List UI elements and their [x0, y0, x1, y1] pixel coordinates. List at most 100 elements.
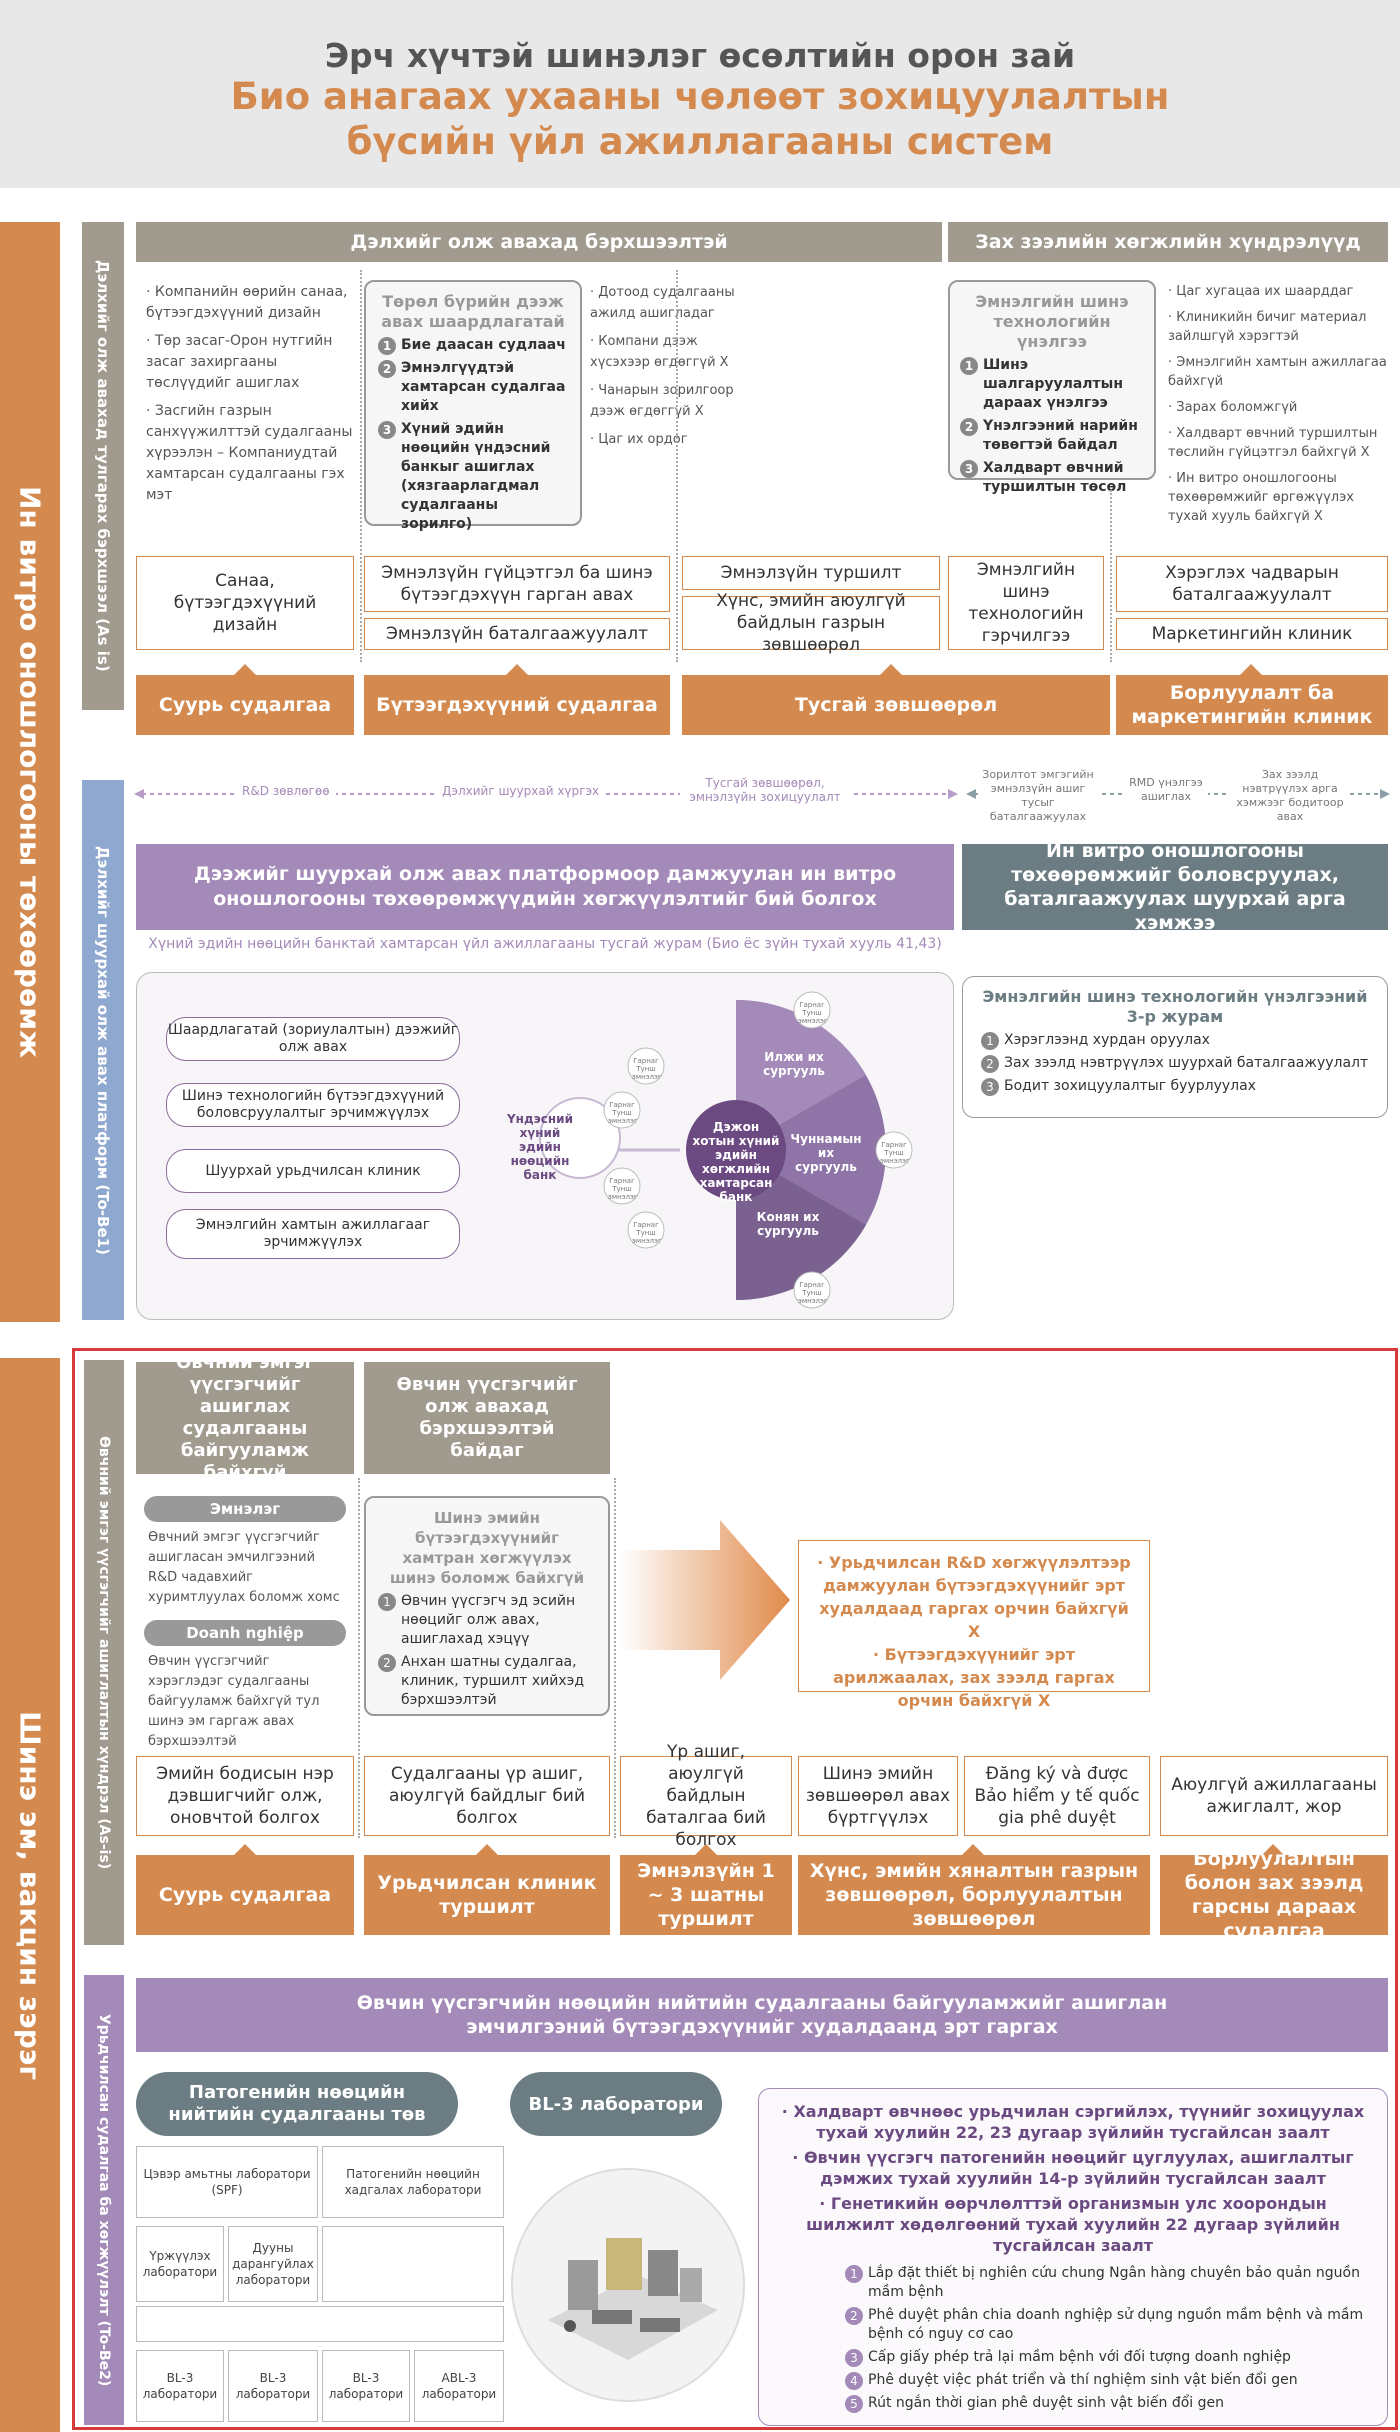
notch — [880, 664, 902, 675]
center-node-label: Дэжон хотын хүний эдийн хөгжлийн хамтарс… — [692, 1120, 780, 1204]
divider — [1110, 490, 1112, 662]
branch-label: Гарнаг Тунш эмнэлэг — [632, 1057, 662, 1081]
lab-box: Дууны дарангуйлах лаборатори — [228, 2226, 318, 2302]
lab-box: BL-3 лаборатори — [322, 2350, 410, 2422]
bullet: · Дотоод судалгааны ажилд ашигладаг — [590, 285, 735, 321]
divider — [676, 270, 678, 662]
tech-eval-procedure-panel: Эмнэлгийн шинэ технологийн үнэлгээний 3-… — [962, 976, 1388, 1118]
bullet: · Цаг их ордог — [590, 432, 688, 447]
platform-subtitle: Хүний эдийн нөөцийн банктай хамтарсан үй… — [148, 936, 942, 952]
asis1-bar: Дэлхийг олж авахад тулгарах бэрхшээл (As… — [82, 222, 124, 710]
activity-box: Эмийн бодисын нэр дэвшигчийг олж, оновчт… — [136, 1756, 354, 1836]
tobe2-header: Өвчин үүсгэгчийн нөөцийн нийтийн судалга… — [136, 1978, 1388, 2052]
result-box: · Урьдчилсан R&D хөгжүүлэлтээр дамжуулан… — [798, 1540, 1150, 1710]
activity-box: Маркетингийн клиник — [1116, 618, 1388, 650]
divider — [614, 1478, 616, 1838]
pathogen-center-pill: Патогенийн нөөцийн нийтийн судалгааны тө… — [136, 2072, 458, 2136]
header-line1: Эрч хүчтэй шинэлэг өсөлтийн орон зай — [324, 36, 1076, 75]
asis1-label: Дэлхийг олж авахад тулгарах бэрхшээл (As… — [94, 260, 112, 672]
stage-bar: Бүтээгдэхүүний судалгаа — [364, 675, 670, 735]
bullet: · Халдварт өвчний туршилтын төслийн гүйц… — [1168, 426, 1378, 460]
activity-box: Аюулгүй ажиллагааны ажиглалт, жор — [1160, 1756, 1388, 1836]
branch-label: Гарнаг Тунш эмнэлэг — [798, 1281, 828, 1305]
platform-pill: Эмнэлгийн хамтын ажиллагааг эрчимжүүлэх — [166, 1209, 460, 1259]
flow-label: R&D зөвлөгөө — [236, 784, 336, 798]
lab-illustration-image — [511, 2168, 745, 2402]
asis2-label: Өвчний эмгэг үүсгэгчийг ашиглалтын хүндр… — [96, 1435, 112, 1870]
top-right-header: Зах зээлийн хөгжлийн хүндрэлүүд — [948, 222, 1388, 262]
notch — [234, 664, 256, 675]
stage-bar: Борлуулалтын болон зах зээлд гарсны дара… — [1160, 1848, 1388, 1942]
right-bullets: · Цаг хугацаа их шаарддаг · Клиникийн би… — [1168, 282, 1390, 533]
bullet: · Зарах боломжгүй — [1168, 400, 1298, 415]
stage-bar: Суурь судалгаа — [136, 1855, 354, 1935]
activity-box: Эмнэлзүйн туршилт — [682, 556, 940, 590]
flow-label: Зорилтот эмгэгийн эмнэлзүйн ашиг тусыг б… — [978, 768, 1098, 824]
hospital-text: Өвчний эмгэг үүсгэгчийг ашигласан эмчилг… — [148, 1530, 340, 1605]
branch-label: Гарнаг Тунш эмнэлэг — [608, 1101, 638, 1125]
tobe1-bar: Дэлхийг шуурхай олж авах платформ (To-Be… — [82, 780, 124, 1320]
activity-box: Санаа, бүтээгдэхүүний дизайн — [136, 556, 354, 650]
activity-box: Шинэ эмийн зөвшөөрөл авах бүртгүүлэх — [798, 1756, 958, 1836]
bullet: · Компанийн өөрийн санаа, бүтээгдэхүүний… — [146, 284, 348, 321]
activity-box: Хэрэглэх чадварын баталгаажуулалт — [1116, 556, 1388, 612]
right-measures-header: Ин витро оношлогооны төхөөрөмжийг боловс… — [962, 840, 1388, 934]
codevelopment-title: Шинэ эмийн бүтээгдэхүүнийг хамтран хөгжү… — [389, 1509, 585, 1587]
stage-bar: Суурь судалгаа — [136, 675, 354, 735]
lab-box: BL-3 лаборатори — [136, 2350, 224, 2422]
activity-box: Судалгааны үр ашиг, аюулгүй байдлыг бий … — [364, 1756, 610, 1836]
bullet: · Засгийн газрын санхүүжилттэй судалгаан… — [146, 403, 353, 503]
hospital-label: Илжи их сургууль — [763, 1050, 825, 1078]
header-title: Био анагаах ухааны чөлөөт зохицуулалтын … — [0, 74, 1400, 164]
bl3-pill: BL-3 лаборатори — [510, 2072, 722, 2136]
regulation: · Генетикийн өөрчлөлттэй организмын улс … — [806, 2194, 1340, 2255]
activity-box: Эмнэлгийн шинэ технологийн гэрчилгээ — [948, 556, 1104, 650]
stage-bar: Эмнэлзүйн 1 ~ 3 шатны туршилт — [620, 1855, 792, 1935]
flow-label: Зах зээлд нэвтрүүлэх арга хэмжээг бодито… — [1230, 768, 1350, 824]
lab-box: Үржүүлэх лаборатори — [136, 2226, 224, 2302]
activity-box: Эмнэлзүйн гүйцэтгэл ба шинэ бүтээгдэхүүн… — [364, 556, 670, 612]
problem-header: Өвчний эмгэг үүсгэгчийг ашиглах судалгаа… — [136, 1352, 354, 1483]
section1-side-bar: Ин витро оношлогооны төхөөрөмж — [0, 222, 60, 1322]
lab-box: Цэвэр амьтны лаборатори (SPF) — [136, 2146, 318, 2218]
company-pill: Doanh nghiệp — [144, 1620, 346, 1646]
tech-eval-title: Эмнэлгийн шинэ технологийн үнэлгээ — [975, 292, 1129, 351]
section1-side-label: Ин витро оношлогооны төхөөрөмж — [13, 486, 47, 1058]
platform-header: Дээжийг шуурхай олж авах платформоор дам… — [136, 844, 954, 930]
header-line3: бүсийн үйл ажиллагааны систем — [346, 120, 1054, 163]
platform-pill: Шуурхай урьдчилсан клиник — [166, 1149, 460, 1193]
top-left-header: Дэлхийг олж авахад бэрхшээлтэй — [136, 222, 942, 262]
platform-pill: Шаардлагатай (зориулалтын) дээжийг олж а… — [166, 1017, 460, 1061]
lab-box: ABL-3 лаборатори — [414, 2350, 504, 2422]
tobe1-label: Дэлхийг шуурхай олж авах платформ (To-Be… — [94, 845, 112, 1255]
regulation: · Халдварт өвчнөөс урьдчилан сэргийлэх, … — [781, 2102, 1365, 2142]
divider — [358, 1478, 360, 1838]
result-line: · Урьдчилсан R&D хөгжүүлэлтээр дамжуулан… — [817, 1553, 1131, 1641]
bullet: · Клиникийн бичиг материал зайлшгүй хэрэ… — [1168, 310, 1367, 344]
activity-box: Хүнс, эмийн аюулгүй байдлын газрын зөвшө… — [682, 591, 940, 655]
flow-label: Тусгай зөвшөөрөл, эмнэлзүйн зохицуулалт — [680, 776, 850, 804]
company-text: Өвчин үүсгэгчийг хэрэглэдэг судалгааны б… — [148, 1654, 320, 1749]
activity-box: Эмнэлзүйн баталгаажуулалт — [364, 618, 670, 650]
tobe2-label: Урьдчилсан судалгаа ба хөгжүүлэлт (To-Be… — [96, 2013, 112, 2387]
divider — [360, 270, 362, 662]
notch — [695, 1844, 717, 1855]
highlight-frame — [72, 1348, 1398, 2430]
notch — [962, 1844, 984, 1855]
branch-label: Гарнаг Тунш эмнэлэг — [608, 1177, 638, 1201]
branch-label: Гарнаг Тунш эмнэлэг — [798, 1001, 828, 1025]
bullet: · Компани дээж хүсэхээр өгдөггүй Х — [590, 334, 729, 370]
codevelopment-box: Шинэ эмийн бүтээгдэхүүнийг хамтран хөгжү… — [364, 1496, 610, 1716]
